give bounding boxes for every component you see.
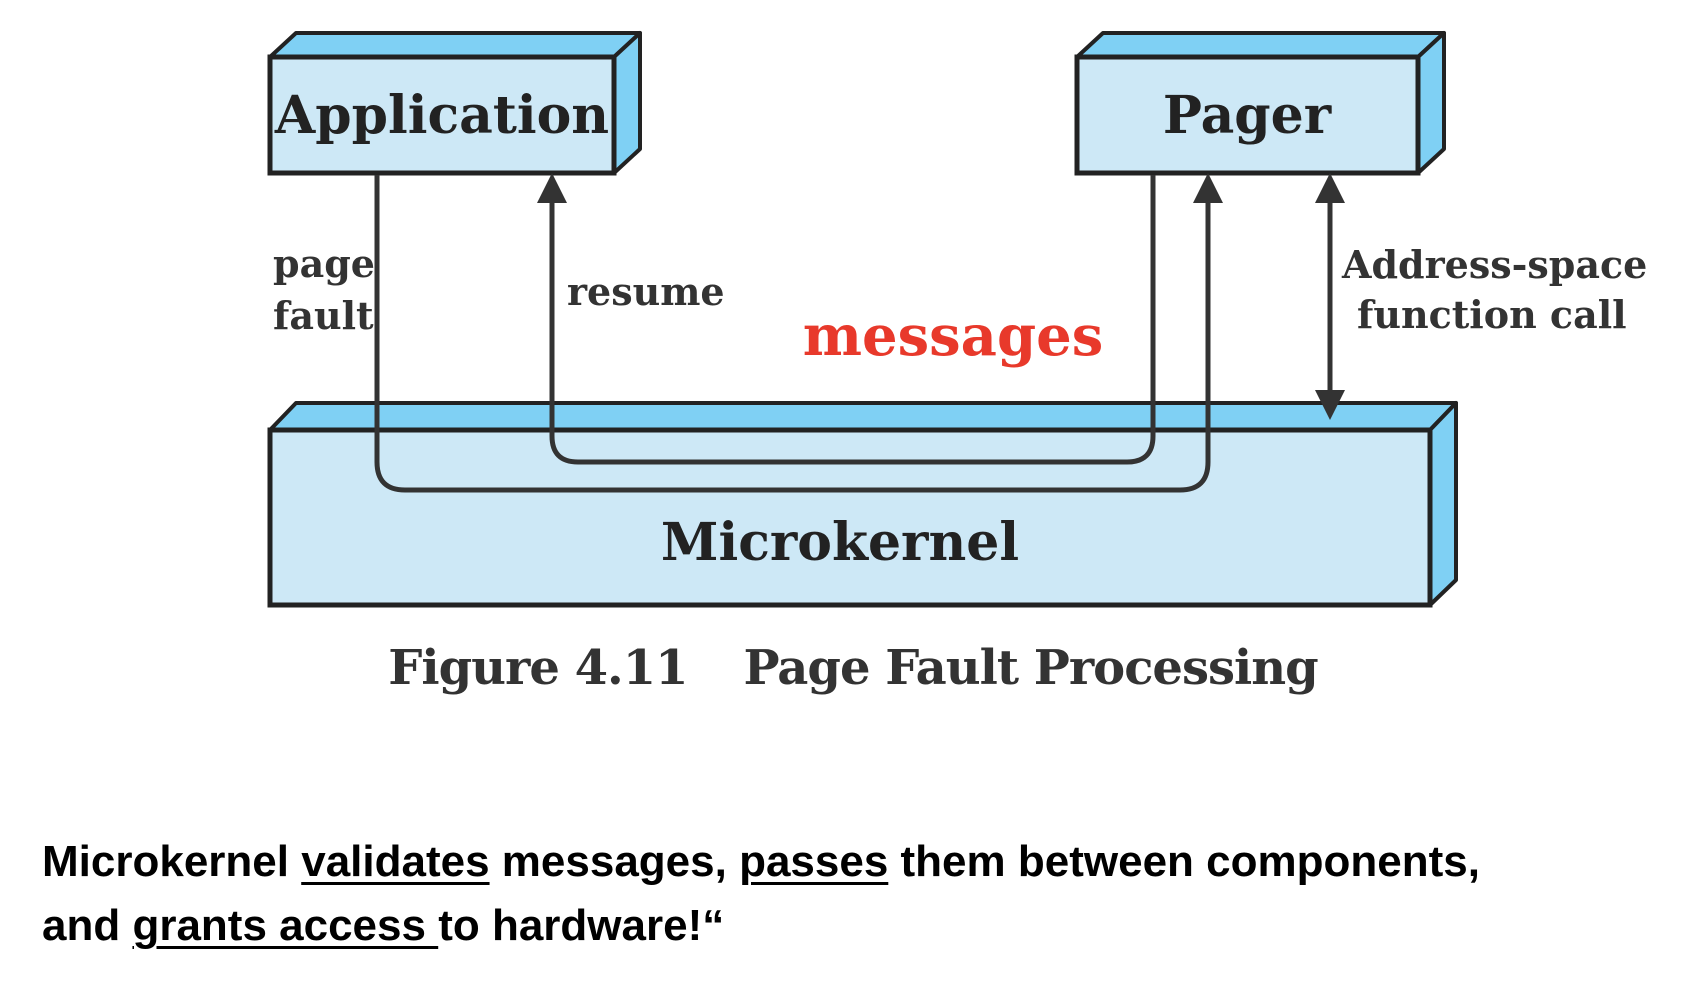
figure-title: Page Fault Processing (743, 640, 1319, 696)
page-fault-diagram: Application Pager Microkernel page fault… (267, 31, 1647, 608)
page-fault-path (374, 173, 1223, 493)
pager-label: Pager (1163, 85, 1332, 146)
application-box: Application (267, 31, 642, 176)
application-label: Application (274, 85, 609, 146)
passes-emphasis: passes (739, 837, 889, 886)
address-space-label-line2: function call (1357, 292, 1627, 337)
address-space-label-line1: Address-space (1341, 242, 1647, 287)
grants-access-emphasis: grants access (132, 901, 439, 950)
note-text: Microkernel (42, 837, 302, 886)
resume-label: resume (567, 269, 725, 314)
note-text: messages, (489, 837, 740, 886)
note-text: to hardware!“ (438, 901, 725, 950)
explanation-note: Microkernel validates messages, passes t… (42, 830, 1692, 958)
microkernel-label: Microkernel (661, 512, 1019, 573)
pager-box: Pager (1074, 31, 1446, 176)
note-text: them between components, (888, 837, 1480, 886)
validates-emphasis: validates (301, 837, 490, 886)
messages-label: messages (803, 303, 1104, 369)
page-fault-label-line1: page (273, 241, 375, 286)
microkernel-box: Microkernel (267, 401, 1458, 608)
figure-caption: Figure 4.11 Page Fault Processing (0, 640, 1706, 696)
page-fault-label-line2: fault (273, 293, 374, 338)
resume-path (537, 173, 1156, 465)
note-text: and (42, 901, 133, 950)
figure-number: Figure 4.11 (388, 640, 688, 696)
